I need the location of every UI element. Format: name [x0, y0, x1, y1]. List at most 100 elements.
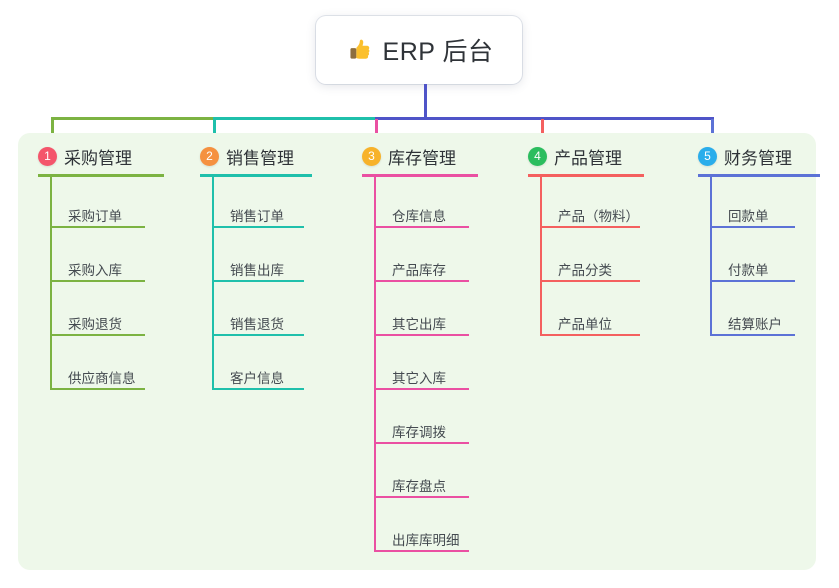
bus-segment-2 [213, 117, 378, 120]
menu-item[interactable]: 出库库明细 [374, 529, 469, 553]
menu-item-rule [374, 226, 469, 228]
column-drop-line-2 [213, 119, 216, 144]
column-spine-line [212, 177, 214, 389]
menu-item-rule [540, 226, 640, 228]
menu-item-label: 仓库信息 [392, 209, 446, 224]
menu-item-label: 产品分类 [558, 263, 612, 278]
menu-item[interactable]: 采购入库 [50, 259, 145, 283]
menu-item-rule [212, 388, 304, 390]
menu-item[interactable]: 产品（物料） [540, 205, 640, 229]
menu-item-rule [374, 442, 469, 444]
column-header-产品管理[interactable]: 4 产品管理 [528, 144, 622, 169]
menu-item[interactable]: 产品分类 [540, 259, 640, 283]
menu-item[interactable]: 其它出库 [374, 313, 469, 337]
column-spine-line [710, 177, 712, 335]
column-index-badge: 2 [200, 147, 219, 166]
menu-item-label: 付款单 [728, 263, 769, 278]
menu-item[interactable]: 结算账户 [710, 313, 795, 337]
menu-item-rule [212, 280, 304, 282]
menu-item-rule [374, 496, 469, 498]
menu-item[interactable]: 其它入库 [374, 367, 469, 391]
menu-item-label: 采购退货 [68, 317, 122, 332]
column-title: 产品管理 [554, 149, 622, 168]
menu-item[interactable]: 库存调拨 [374, 421, 469, 445]
menu-item[interactable]: 产品库存 [374, 259, 469, 283]
menu-item[interactable]: 付款单 [710, 259, 795, 283]
menu-item[interactable]: 供应商信息 [50, 367, 145, 391]
menu-item-rule [710, 280, 795, 282]
menu-item[interactable]: 产品单位 [540, 313, 640, 337]
menu-item-label: 供应商信息 [68, 371, 136, 386]
column-index-badge: 1 [38, 147, 57, 166]
menu-item-rule [374, 280, 469, 282]
column-header-rule [362, 174, 478, 177]
menu-item-rule [540, 334, 640, 336]
menu-item[interactable]: 销售订单 [212, 205, 304, 229]
column-spine-line [374, 177, 376, 551]
column-index-badge: 3 [362, 147, 381, 166]
modules-panel: 1 采购管理采购订单采购入库采购退货供应商信息 2 销售管理销售订单销售出库销售退货客… [18, 133, 820, 570]
menu-item-label: 回款单 [728, 209, 769, 224]
column-drop-line-5 [711, 119, 714, 144]
menu-item-label: 客户信息 [230, 371, 284, 386]
column-drop-line-4 [541, 119, 544, 144]
menu-item-label: 库存调拨 [392, 425, 446, 440]
menu-item-label: 产品（物料） [558, 209, 639, 224]
menu-item[interactable]: 库存盘点 [374, 475, 469, 499]
column-drop-line-3 [375, 119, 378, 144]
column-index-badge: 4 [528, 147, 547, 166]
menu-item[interactable]: 回款单 [710, 205, 795, 229]
menu-item-label: 销售退货 [230, 317, 284, 332]
bus-segment-3 [375, 117, 714, 120]
bus-segment-1 [51, 117, 216, 120]
menu-item-rule [710, 226, 795, 228]
thumbs-up-icon [345, 36, 373, 64]
column-header-采购管理[interactable]: 1 采购管理 [38, 144, 132, 169]
column-title: 销售管理 [226, 149, 294, 168]
column-title: 采购管理 [64, 149, 132, 168]
column-header-rule [200, 174, 312, 177]
menu-item-rule [212, 226, 304, 228]
root-stem-line [424, 84, 427, 119]
menu-item-label: 产品单位 [558, 317, 612, 332]
menu-item[interactable]: 采购订单 [50, 205, 145, 229]
menu-item[interactable]: 仓库信息 [374, 205, 469, 229]
column-index-badge: 5 [698, 147, 717, 166]
menu-item-rule [540, 280, 640, 282]
column-drop-line-1 [51, 119, 54, 144]
menu-item-rule [50, 226, 145, 228]
menu-item[interactable]: 采购退货 [50, 313, 145, 337]
menu-item[interactable]: 销售退货 [212, 313, 304, 337]
menu-item-label: 库存盘点 [392, 479, 446, 494]
menu-item-rule [50, 334, 145, 336]
menu-item-label: 结算账户 [728, 317, 782, 332]
menu-item-rule [374, 334, 469, 336]
menu-item-label: 采购入库 [68, 263, 122, 278]
column-header-rule [38, 174, 164, 177]
menu-item[interactable]: 销售出库 [212, 259, 304, 283]
module-column-销售管理: 2 销售管理销售订单销售出库销售退货客户信息 [180, 133, 342, 570]
column-header-rule [528, 174, 644, 177]
column-title: 库存管理 [388, 149, 456, 168]
module-column-库存管理: 3 库存管理仓库信息产品库存其它出库其它入库库存调拨库存盘点出库库明细 [342, 133, 508, 570]
root-title: ERP 后台 [382, 38, 494, 66]
module-column-产品管理: 4 产品管理产品（物料） 产品分类产品单位 [508, 133, 678, 570]
menu-item-label: 其它入库 [392, 371, 446, 386]
menu-item-label: 其它出库 [392, 317, 446, 332]
module-column-采购管理: 1 采购管理采购订单采购入库采购退货供应商信息 [18, 133, 180, 570]
menu-item-label: 销售订单 [230, 209, 284, 224]
column-header-销售管理[interactable]: 2 销售管理 [200, 144, 294, 169]
menu-item-label: 出库库明细 [392, 533, 460, 548]
menu-item-label: 销售出库 [230, 263, 284, 278]
column-spine-line [540, 177, 542, 335]
column-header-库存管理[interactable]: 3 库存管理 [362, 144, 456, 169]
menu-item-rule [50, 388, 145, 390]
menu-item-rule [374, 388, 469, 390]
menu-item[interactable]: 客户信息 [212, 367, 304, 391]
column-spine-line [50, 177, 52, 389]
menu-item-rule [374, 550, 469, 552]
root-node-card[interactable]: ERP 后台 [316, 16, 522, 84]
